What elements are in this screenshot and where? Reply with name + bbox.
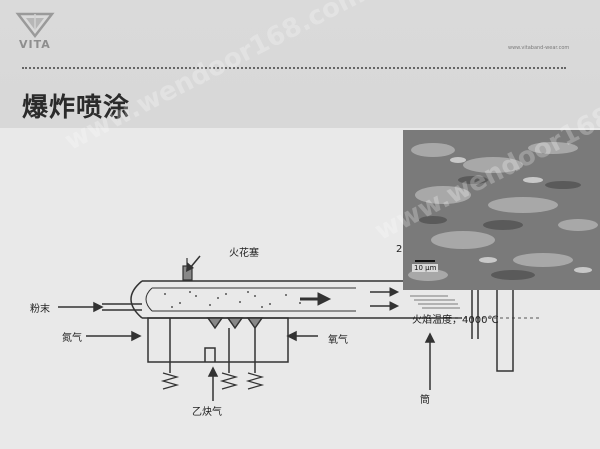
detonation-gun-diagram	[58, 255, 540, 401]
label-spark-plug: 火花塞	[229, 248, 259, 259]
mixing-chamber	[147, 317, 289, 373]
substrate	[471, 284, 514, 372]
logo-text: VITA	[19, 38, 51, 51]
slide-title: 爆炸喷涂	[22, 93, 131, 123]
label-acetylene: 乙炔气	[192, 407, 222, 418]
flame-hatch	[410, 295, 460, 309]
valve-springs	[160, 372, 265, 390]
vita-logo	[14, 10, 56, 56]
label-flame-temp: 火焰温度，4000℃	[412, 315, 499, 326]
label-nitrogen: 氮气	[62, 333, 82, 344]
header-divider	[22, 67, 566, 69]
label-cylinder: 筒	[420, 395, 430, 406]
label-powder: 粉末	[30, 304, 50, 315]
micrograph-index: 2	[396, 244, 403, 255]
flow-arrows	[300, 287, 400, 311]
powder-particles	[164, 291, 301, 308]
spark-plug-arrow	[189, 255, 201, 269]
coating-micrograph	[403, 130, 600, 290]
scale-label: 10 μm	[412, 264, 439, 272]
label-oxygen: 氧气	[328, 335, 348, 346]
site-url: www.vitaband-wear.com	[508, 45, 570, 51]
input-arrows	[58, 301, 436, 401]
